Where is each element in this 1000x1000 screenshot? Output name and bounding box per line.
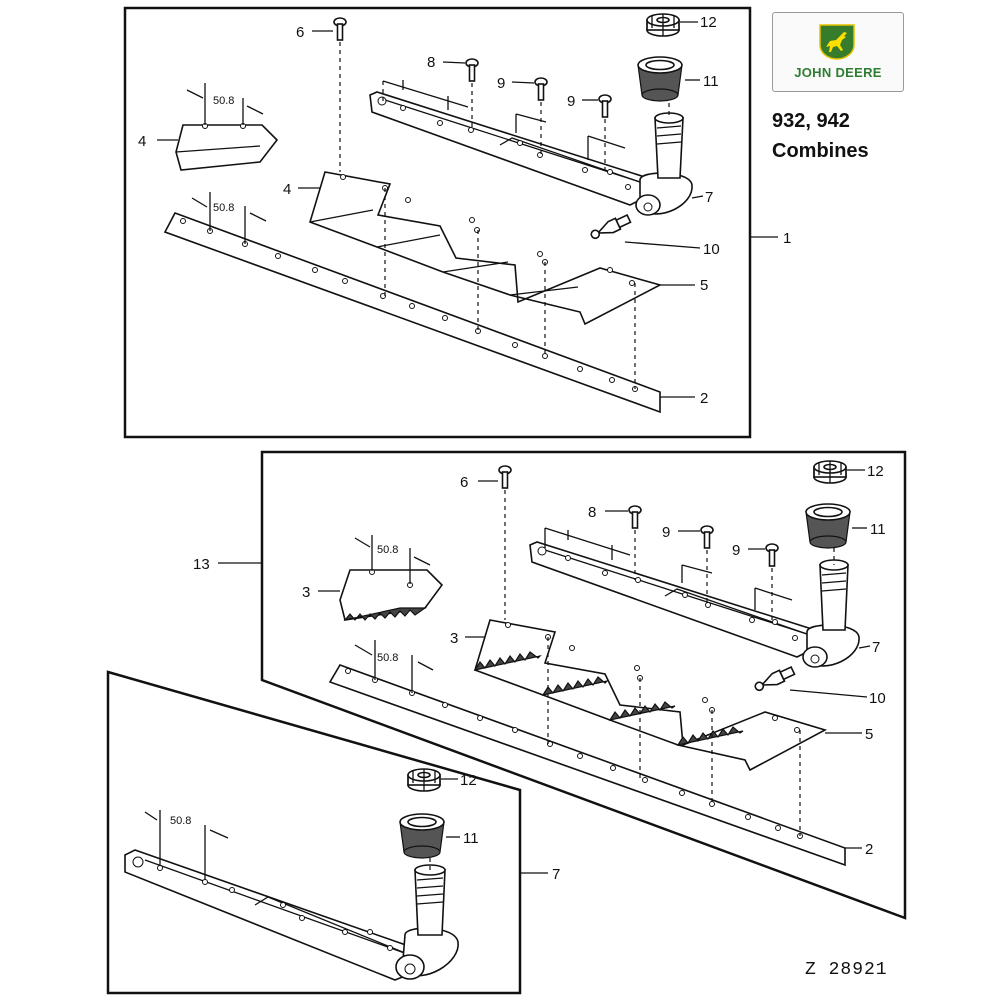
castle-nut-12-b [813, 460, 847, 484]
brand-wordmark: JOHN DEERE [794, 65, 882, 80]
callout-3: 3 [302, 584, 310, 601]
rivet-9a [534, 77, 548, 101]
callout-11: 11 [703, 73, 719, 90]
callout-2: 2 [700, 390, 708, 407]
callout-5: 5 [865, 726, 873, 743]
dimension-50-8: 50.8 [377, 544, 398, 556]
knife-head [369, 80, 693, 216]
callout-2: 2 [865, 841, 873, 858]
callout-9: 9 [497, 75, 505, 92]
rivet-6 [333, 17, 347, 41]
castle-nut-12 [646, 13, 680, 37]
callout-9: 9 [732, 542, 740, 559]
callout-4: 4 [283, 181, 291, 198]
section-single-serrated [339, 535, 444, 621]
callout-11: 11 [870, 521, 886, 538]
callout-labels: 6 8 9 9 12 11 7 10 5 2 4 4 1 6 8 9 9 12 … [138, 14, 886, 883]
rivet-8 [465, 58, 479, 82]
callout-10: 10 [869, 690, 886, 707]
product-type: Combines [772, 140, 869, 162]
dimension-50-8: 50.8 [170, 815, 191, 827]
rivet-9a-b [700, 525, 714, 549]
dimension-50-8: 50.8 [213, 95, 234, 107]
callout-5: 5 [700, 277, 708, 294]
callout-9: 9 [567, 93, 575, 110]
bushing-11 [637, 56, 683, 102]
callout-12: 12 [700, 14, 717, 31]
callout-9: 9 [662, 524, 670, 541]
callout-10: 10 [703, 241, 720, 258]
knife-sections-row-serrated [473, 619, 828, 772]
knife-head-2 [529, 527, 860, 668]
callout-12: 12 [460, 772, 477, 789]
model-numbers: 932, 942 [772, 110, 850, 132]
panel-sickle-assembly-serrated [218, 450, 907, 920]
dimension-50-8: 50.8 [377, 652, 398, 664]
callout-1: 1 [783, 230, 791, 247]
panel-knife-head [106, 670, 548, 995]
callout-11: 11 [463, 830, 479, 847]
rivet-6-b [498, 465, 512, 489]
knife-head-large [124, 810, 459, 981]
knife-sections-row [309, 171, 663, 326]
callout-7: 7 [705, 189, 713, 206]
rivet-9b-b [765, 543, 779, 567]
callout-4: 4 [138, 133, 146, 150]
castle-nut-12-c [407, 768, 441, 792]
callout-8: 8 [427, 54, 435, 71]
dimension-labels: 50.8 50.8 50.8 50.8 50.8 [170, 95, 398, 827]
callout-8: 8 [588, 504, 596, 521]
rivet-9b [598, 94, 612, 118]
callout-6: 6 [460, 474, 468, 491]
leaping-deer-icon [819, 24, 855, 60]
callout-6: 6 [296, 24, 304, 41]
panel-sickle-assembly-smooth [123, 6, 778, 439]
callout-7: 7 [552, 866, 560, 883]
rivet-8-b [628, 505, 642, 529]
dimension-50-8: 50.8 [213, 202, 234, 214]
callout-12: 12 [867, 463, 884, 480]
section-single-smooth [175, 83, 279, 171]
callout-7: 7 [872, 639, 880, 656]
callout-13: 13 [193, 556, 210, 573]
bushing-11-b [805, 503, 851, 549]
callout-3: 3 [450, 630, 458, 647]
knife-back-bar-2 [328, 640, 846, 867]
knife-back-bar [163, 192, 661, 414]
john-deere-logo: JOHN DEERE [772, 12, 904, 92]
drawing-number: Z 28921 [805, 960, 888, 980]
grease-fitting-10 [588, 212, 633, 243]
bushing-11-c [399, 813, 445, 859]
grease-fitting-10-b [752, 664, 797, 695]
